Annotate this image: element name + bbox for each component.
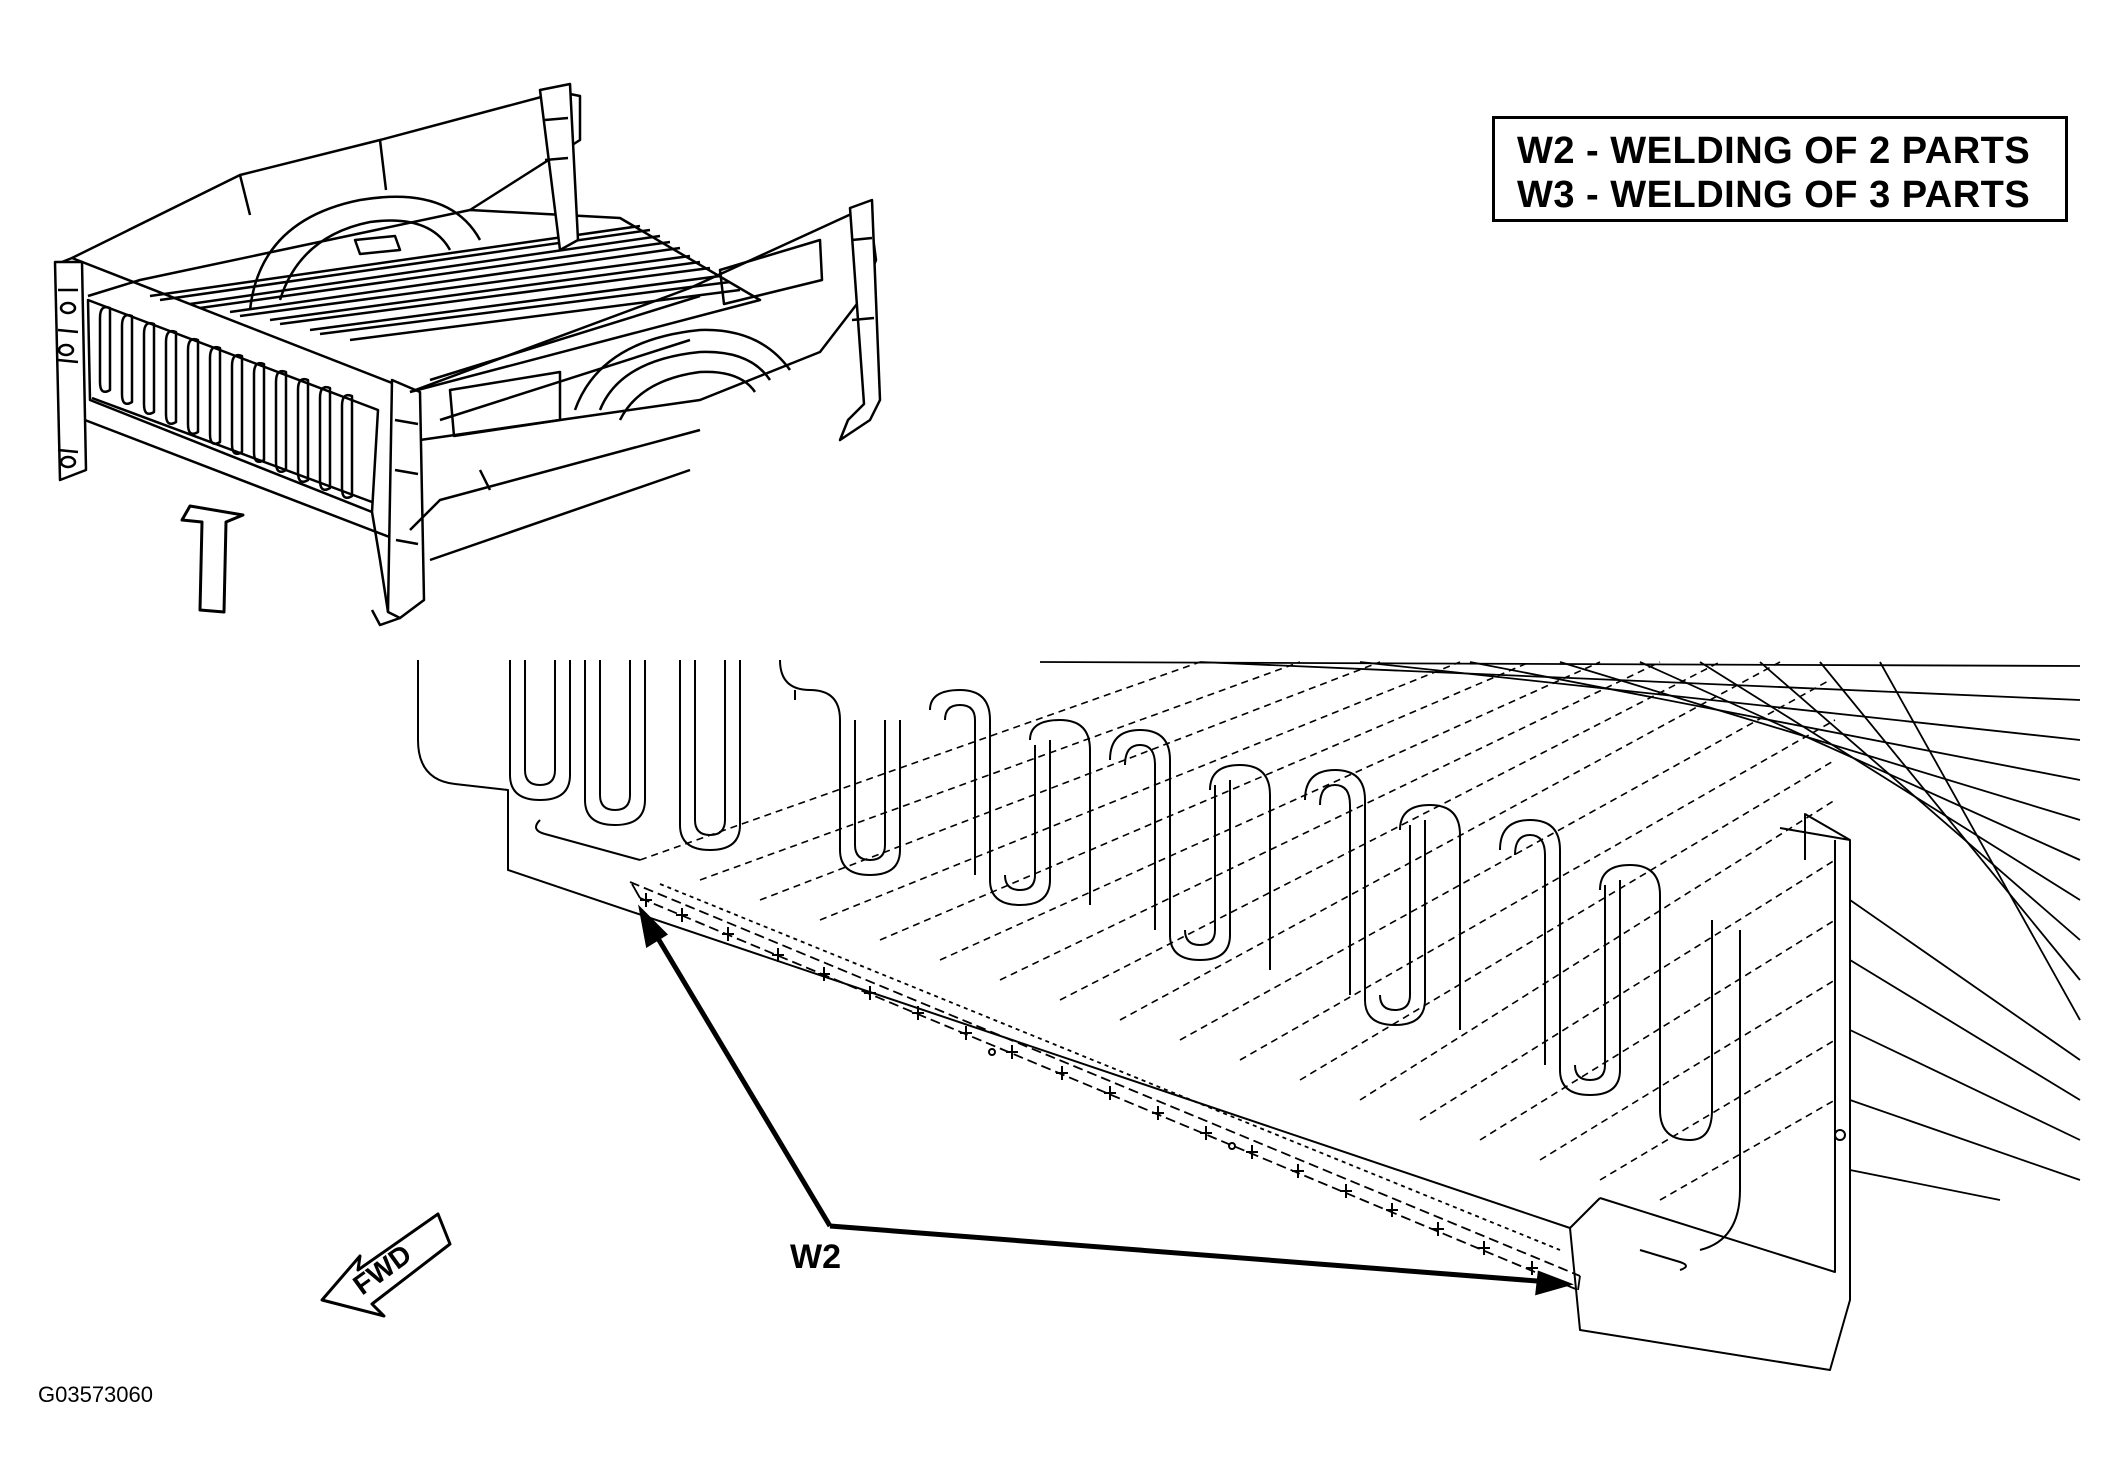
callout-leader-arrows [638,904,1574,1296]
w2-callout-label: W2 [790,1238,841,1276]
legend-w3-line: W3 - WELDING OF 3 PARTS [1517,174,2031,216]
forward-direction-arrow-icon [320,1212,452,1318]
view-direction-arrow-icon [180,504,245,614]
bed-floor-lines [1039,661,2081,1201]
weld-marks [640,893,1846,1275]
legend-w2-line: W2 - WELDING OF 2 PARTS [1517,130,2031,172]
front-panel-ribs [98,305,354,499]
truck-bed-overview [53,82,882,627]
hidden-floor-lines [639,661,1836,1201]
detail-panel-ribs [509,659,1713,1142]
front-panel-detail [417,660,1851,1371]
figure-id: G03573060 [38,1382,153,1407]
weld-legend: W2 - WELDING OF 2 PARTS W3 - WELDING OF … [1492,116,2068,222]
weld-seam-flange [629,881,1581,1291]
